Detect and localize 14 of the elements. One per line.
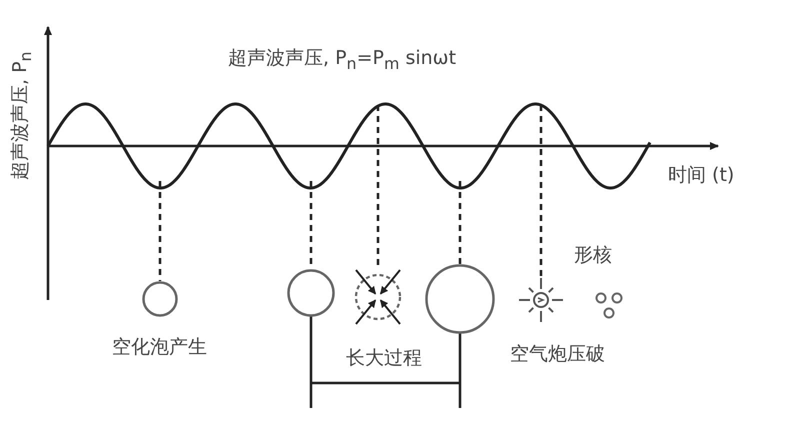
leader-line [458,181,462,264]
node-label: 空气炮压破 [510,343,605,366]
bubble [287,269,335,317]
leader-line [158,181,162,281]
bursting-bubble-drawing [516,280,566,320]
axis-label: 时间 (t) [668,164,734,187]
nuclei-drawing [595,290,623,320]
node-label: 空化泡产生 [112,336,207,359]
bubble [425,264,495,334]
title: 超声波声压, P$_{n}$=P$_{m}$ sinωt [228,47,456,73]
collapsing-bubble-drawing [355,269,401,325]
node-label: 形核 [574,244,612,267]
bubble [142,281,178,317]
bracket-label: 长大过程 [346,347,422,370]
